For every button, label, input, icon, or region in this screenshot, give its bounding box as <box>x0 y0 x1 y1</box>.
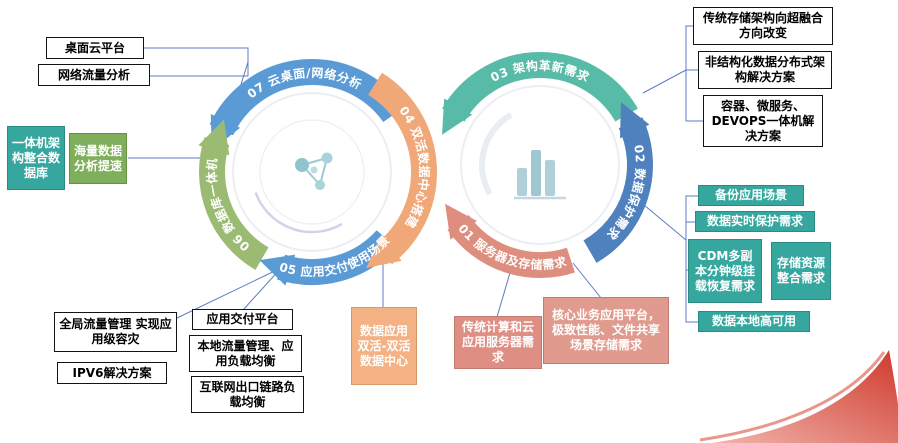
label-box-core-business: 核心业务应用平台，极致性能、文件共享场景存储需求 <box>543 297 669 364</box>
left-ring-center <box>232 92 392 252</box>
label-box-dual-active: 数据应用双活-双活数据中心 <box>351 307 417 385</box>
label-box-massive-data: 海量数据分析提速 <box>69 133 127 184</box>
segment-06-arc <box>198 119 269 270</box>
label-box-local-traffic: 本地流量管理、应用负载均衡 <box>189 335 302 372</box>
connector-top-left <box>144 47 249 77</box>
label-box-ipv6: IPV6解决方案 <box>57 362 167 384</box>
label-box-realtime-protect: 数据实时保护需求 <box>695 211 815 232</box>
label-box-network-traffic: 网络流量分析 <box>38 64 150 86</box>
segment-03-arc <box>442 52 638 135</box>
connector-salmon-2 <box>572 262 602 299</box>
connector-right-top-diag <box>642 69 687 94</box>
segment-02-arc <box>583 102 653 263</box>
label-box-storage-integration: 存储资源整合需求 <box>771 242 831 300</box>
left-ring <box>198 59 437 286</box>
connector-salmon-1 <box>496 265 513 318</box>
label-box-local-ha: 数据本地高可用 <box>698 311 810 332</box>
label-box-backup-scene: 备份应用场景 <box>698 185 804 206</box>
decorative-swoosh <box>699 350 898 443</box>
right-gray-arc <box>479 112 513 196</box>
segment-01-arc <box>445 203 575 278</box>
label-box-global-traffic: 全局流量管理 实现应用级容灾 <box>54 312 177 352</box>
left-thin-ring <box>259 119 365 225</box>
connector-right-mid-diag <box>637 199 687 241</box>
right-ring <box>442 52 653 278</box>
label-box-desktop-cloud: 桌面云平台 <box>46 37 144 59</box>
segment-04-arc <box>366 72 437 269</box>
left-purple-arc <box>254 192 343 234</box>
label-box-traditional-compute: 传统计算和云应用服务器需求 <box>454 316 542 369</box>
label-box-cdm-recovery: CDM多副本分钟级挂载恢复需求 <box>688 239 762 303</box>
bar-chart-icon <box>514 150 566 200</box>
connector-right-mid-bracket <box>685 195 699 323</box>
label-box-internet-link: 互联网出口链路负载均衡 <box>191 376 304 413</box>
network-icon <box>295 152 333 190</box>
label-box-storage-transform: 传统存储架构向超融合方向改变 <box>693 7 833 45</box>
connector-bottom-left-2 <box>242 267 282 311</box>
label-box-appliance-arch: 一体机架构整合数据库 <box>7 126 65 190</box>
right-ring-center <box>460 85 620 245</box>
label-box-unstructured: 非结构化数据分布式架构解决方案 <box>698 51 832 89</box>
label-box-app-delivery: 应用交付平台 <box>192 309 293 330</box>
label-box-container-devops: 容器、微服务、DEVOPS一体机解决方案 <box>703 95 823 147</box>
connector-right-top-bracket <box>685 25 704 122</box>
